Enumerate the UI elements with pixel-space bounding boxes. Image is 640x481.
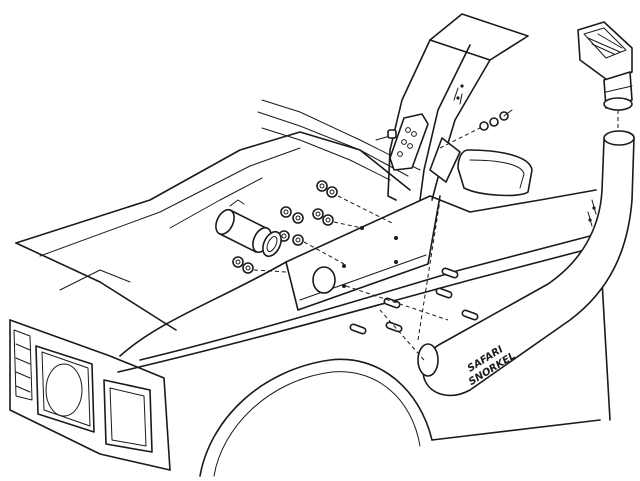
side-mirror: [429, 137, 533, 197]
alignment-lines: [345, 199, 449, 361]
snorkel-body-hole: [312, 266, 336, 294]
front-end: [9, 319, 171, 471]
bonnet: [15, 131, 411, 331]
mounting-holes: [312, 226, 398, 294]
air-ram-head: [577, 21, 633, 130]
snorkel-outlet: [417, 343, 439, 377]
indicator-lamp: [103, 379, 153, 453]
pillar-fasteners: [375, 109, 513, 149]
mounting-slots: [349, 267, 479, 335]
guard-fasteners: [232, 180, 395, 274]
grille: [13, 329, 33, 401]
pillar-bolt: [375, 129, 397, 141]
headlight: [35, 345, 95, 433]
snorkel-body: [417, 130, 635, 397]
a-pillar-bracket: [389, 84, 464, 171]
hose-with-clamps: [215, 199, 282, 258]
